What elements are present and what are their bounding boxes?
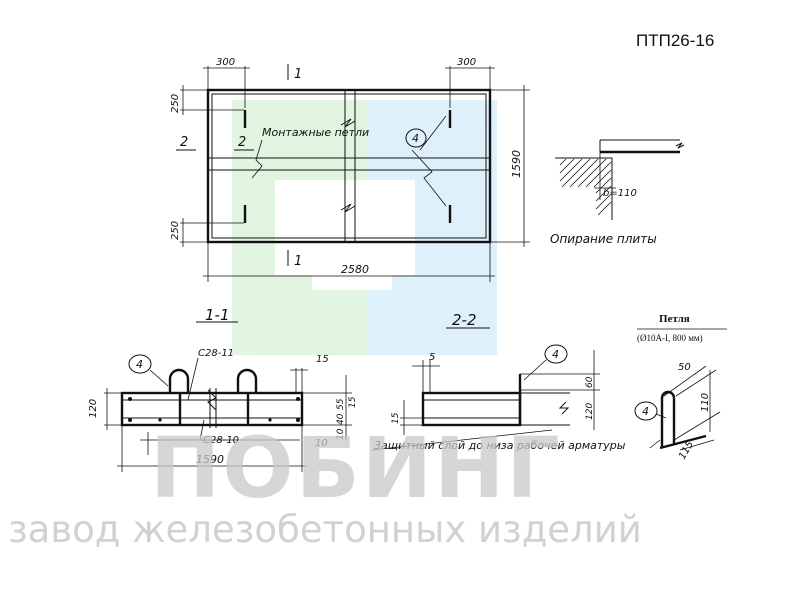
plan-dim-left-bottom: 250 xyxy=(170,221,181,240)
section-2-note-text: Защитный слой до низа рабочей арматуры xyxy=(374,439,626,452)
plan-dim-right: 1590 xyxy=(510,150,523,178)
loop-callout: 4 xyxy=(642,405,649,418)
section-mark-inner: 2 xyxy=(238,135,246,150)
section-1-dim-10b: 10 xyxy=(315,438,328,449)
plan-dim-top-right: 300 xyxy=(457,57,476,68)
section-2-note: Защитный слой до низа рабочей арматуры xyxy=(374,439,626,452)
section-2-dim-60: 60 xyxy=(585,376,595,388)
drawing-title: ПТП26-16 xyxy=(636,31,714,50)
section-1-title: 1-1 xyxy=(205,306,230,324)
section-mark-bottom: 1 xyxy=(294,254,302,269)
section-2-2 xyxy=(371,327,600,451)
section-1-callout: 4 xyxy=(136,358,143,371)
loop-dim-50: 50 xyxy=(678,362,691,373)
section-mark-left: 2 xyxy=(180,135,188,150)
plan-dim-left-top: 250 xyxy=(170,94,181,113)
section-2-title: 2-2 xyxy=(452,311,477,329)
section-2-dim-15: 15 xyxy=(391,412,401,424)
section-1-dim-length: 1590 xyxy=(196,453,224,466)
section-2-dim-120: 120 xyxy=(585,403,595,420)
loop-dim-110: 110 xyxy=(700,393,711,412)
plan-dim-top-left: 300 xyxy=(216,57,235,68)
section-1-dim-40: 40 xyxy=(336,413,346,425)
watermark-brand: ПОБИНГ xyxy=(150,419,562,517)
section-2-callout: 4 xyxy=(552,348,559,361)
watermark-company: завод железобетонных изделий xyxy=(8,508,642,551)
plan-callout-number: 4 xyxy=(412,132,419,145)
plan-dim-bottom: 2580 xyxy=(341,263,369,276)
section-1-dim-height: 120 xyxy=(88,399,99,418)
section-1-dim-55: 55 xyxy=(336,398,346,410)
section-1-dim-15-right: 15 xyxy=(348,396,358,408)
plan-view xyxy=(176,64,530,282)
plan-callout-loops: Монтажные петли xyxy=(262,126,369,139)
support-label: Опирание плиты xyxy=(550,232,657,246)
support-dim: b=110 xyxy=(603,188,637,199)
section-1-dim-10a: 10 xyxy=(336,428,346,440)
section-2-dim-5: 5 xyxy=(429,352,435,363)
plan-callout-loops-text: Монтажные петли xyxy=(262,126,369,139)
section-1-dim-15-top: 15 xyxy=(316,354,329,365)
loop-spec: (Ø10А-I, 800 мм) xyxy=(637,333,703,343)
loop-detail xyxy=(634,365,721,451)
section-mark-top: 1 xyxy=(294,67,302,82)
support-detail xyxy=(555,139,685,220)
section-1-mesh-bottom: С28-10 xyxy=(203,435,239,446)
section-1-1 xyxy=(104,321,352,472)
loop-title: Петля xyxy=(659,313,690,325)
section-1-mesh-top: С28-11 xyxy=(198,348,234,359)
